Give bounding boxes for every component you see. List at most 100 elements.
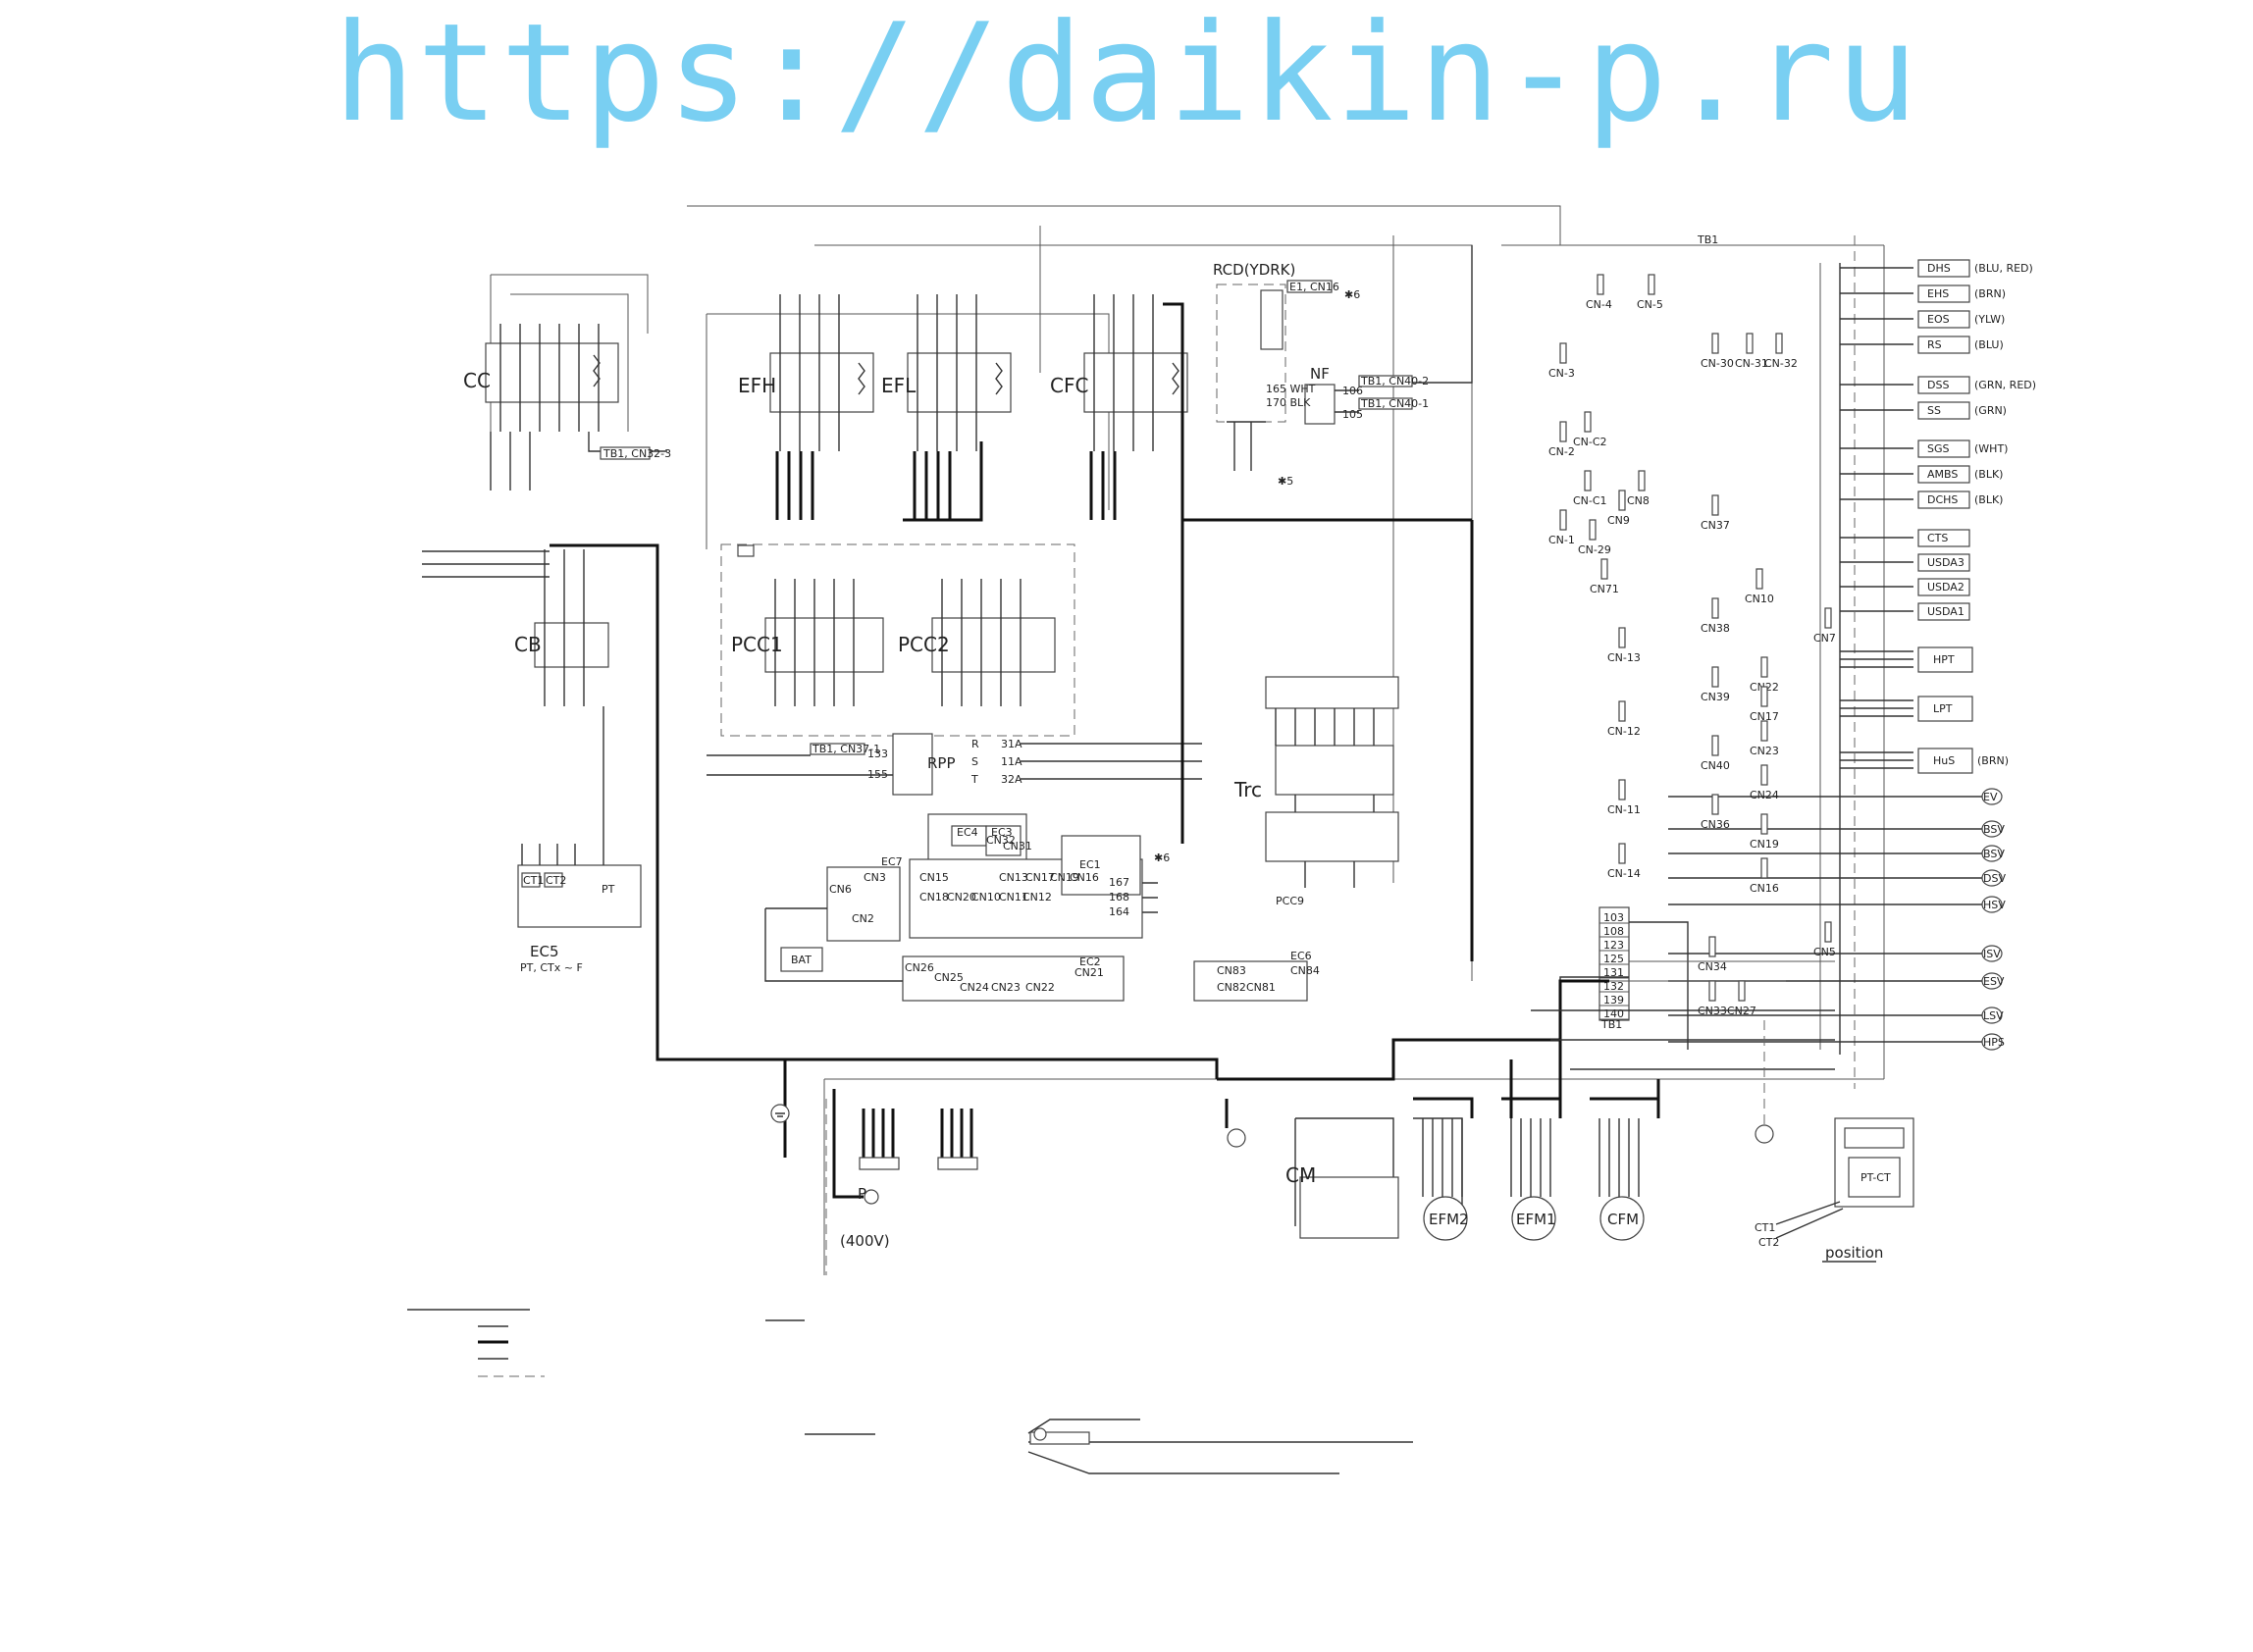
connector: [1711, 794, 1719, 815]
rpp-out-2: 11A: [1001, 755, 1022, 768]
power-plug: P (400V): [770, 1089, 978, 1275]
connector: [1760, 656, 1768, 678]
legend: [407, 1309, 1413, 1474]
pcc9-tag: PCC9: [1276, 895, 1304, 907]
cb-breaker: CB: [422, 543, 785, 1061]
rcd-tag: E1, CN16: [1289, 281, 1339, 293]
pressure-wire: [1840, 699, 1913, 717]
valve-symbol: [1981, 845, 2003, 862]
connector-label: CN19: [1750, 838, 1779, 851]
connector: [1824, 607, 1832, 629]
pcc1-label: PCC1: [731, 633, 783, 656]
pcc-block: PCC1 PCC2 PCC9: [720, 543, 1304, 907]
connector-label: CN11: [999, 891, 1028, 903]
connector: [1559, 509, 1567, 531]
connector-label: CN16: [1750, 882, 1779, 895]
connector-label: CN23: [1750, 745, 1779, 757]
valve-tag: EV: [1983, 791, 1998, 803]
nf-in2: 170 BLK: [1266, 396, 1311, 409]
connector-label: CN84: [1290, 964, 1320, 977]
pressure-tag: HPT: [1933, 653, 1955, 666]
ec4-label: EC4: [957, 826, 978, 839]
rcd-pin-6: ✱6: [1344, 288, 1360, 301]
sensor-box: [1917, 439, 1970, 458]
cfm-label: CFM: [1607, 1211, 1639, 1228]
connector: [1584, 411, 1592, 433]
ec7-label: EC7: [881, 855, 903, 868]
ec5-sub: PT, CTx ~ F: [520, 961, 583, 974]
rcd-pin-5: ✱5: [1278, 475, 1293, 488]
connector: [1597, 274, 1604, 295]
position-label: position: [1825, 1244, 1883, 1262]
ec1-label: EC1: [1079, 858, 1101, 871]
sensor-box: [1917, 376, 1970, 394]
sensor-box: [1917, 578, 1970, 596]
sensor-tag: USDA3: [1927, 556, 1965, 569]
position-ct2: CT2: [1758, 1236, 1779, 1249]
connector-label: CN10: [1745, 593, 1774, 605]
connector: [1746, 333, 1754, 354]
connector-label: CN8: [1627, 494, 1650, 507]
connector-label: CN19: [1050, 871, 1079, 884]
connector-label: CN-12: [1607, 725, 1641, 738]
connector: [1711, 735, 1719, 756]
rpp-phase-s: S: [971, 755, 978, 768]
connector: [1618, 779, 1626, 800]
connector-label: CN24: [1750, 789, 1779, 801]
connector: [1711, 666, 1719, 688]
valve-tag: BSV: [1983, 848, 2005, 860]
pressure-box: [1917, 646, 1973, 673]
connector: [1824, 921, 1832, 943]
connector-label: CN71: [1590, 583, 1619, 595]
connector: [1755, 568, 1763, 590]
pressure-tag: HuS: [1933, 754, 1955, 767]
sensor-box: [1917, 553, 1970, 572]
rpp-tag: TB1, CN37-1: [812, 743, 880, 755]
terminal-number: 108: [1603, 925, 1624, 938]
connector-label: CN12: [1022, 891, 1052, 903]
sensor-box: [1917, 602, 1970, 621]
connector-label: CN15: [919, 871, 949, 884]
sensor-tag: CTS: [1927, 532, 1948, 544]
connector-label: CN26: [905, 961, 934, 974]
valve-symbol: [1981, 820, 2003, 838]
sensor-tag: EHS: [1927, 287, 1949, 300]
connector-label: CN10: [971, 891, 1001, 903]
connector-label: CN31: [1003, 840, 1032, 852]
connector-label: CN37: [1701, 519, 1730, 532]
cc-label: CC: [463, 369, 491, 392]
cm-label: CM: [1285, 1163, 1316, 1187]
sensor-tag: SGS: [1927, 442, 1950, 455]
connector-label: CN7: [1813, 632, 1836, 645]
bottom-motors: CM EFM2 EFM1 CFM: [1227, 1020, 1774, 1241]
sensor-note: (BLK): [1974, 468, 2003, 481]
connector-label: CN38: [1701, 622, 1730, 635]
connector: [1618, 700, 1626, 722]
position-ct1: CT1: [1755, 1221, 1775, 1234]
sensor-tag: DHS: [1927, 262, 1951, 275]
ec5-ct1-box: CT1: [523, 874, 544, 887]
connector-label: CN6: [829, 883, 852, 896]
sensor-box: [1917, 529, 1970, 547]
valve-tag: DSV: [1983, 872, 2006, 885]
connector: [1559, 342, 1567, 364]
efm1-label: EFM1: [1516, 1211, 1556, 1228]
nf-tag-c: TB1, CN40-1: [1360, 397, 1429, 410]
connector-label: CN21: [1074, 966, 1104, 979]
valve-symbol: [1981, 788, 2003, 805]
rpp-phase-t: T: [970, 773, 978, 786]
connector-label: CN-29: [1578, 543, 1611, 556]
connector-label: CN17: [1025, 871, 1055, 884]
connector: [1618, 843, 1626, 864]
connector: [1589, 519, 1597, 541]
connector-label: CN-14: [1607, 867, 1641, 880]
nf-tag-b: TB1, CN40-2: [1360, 375, 1429, 387]
sensor-box: [1917, 401, 1970, 420]
connector-label: CN5: [1813, 946, 1836, 958]
watermark-url: https://daikin-p.ru: [333, 0, 1920, 152]
pressure-box: [1917, 748, 1973, 774]
efh-label: EFH: [738, 374, 776, 397]
